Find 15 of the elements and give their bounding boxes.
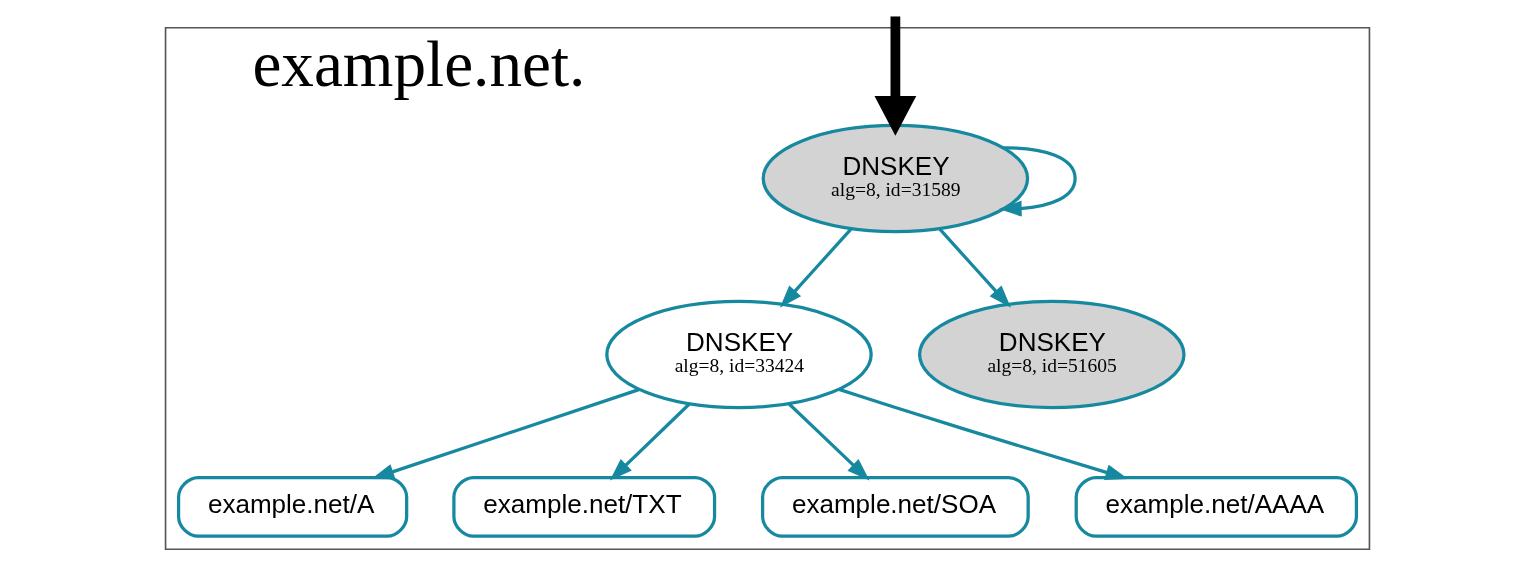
arrow [838, 387, 1128, 481]
node-box: example.net/TXT [451, 475, 716, 538]
arrow [937, 227, 1011, 308]
node-ellipse: DNSKEY alg=8, id=33424 [604, 299, 873, 410]
node-box: example.net/SOA [760, 475, 1030, 538]
node-box: example.net/AAAA [1074, 475, 1358, 538]
arrow [370, 388, 639, 480]
node-ellipse: DNSKEY alg=8, id=31589 [761, 123, 1029, 234]
arrow [787, 402, 870, 481]
node-box: example.net/A [176, 475, 408, 538]
node-ellipse: DNSKEY alg=8, id=51605 [917, 299, 1186, 410]
arrow [998, 146, 1077, 217]
arrow [609, 402, 691, 481]
arrow [779, 227, 853, 308]
arrow [873, 16, 916, 136]
